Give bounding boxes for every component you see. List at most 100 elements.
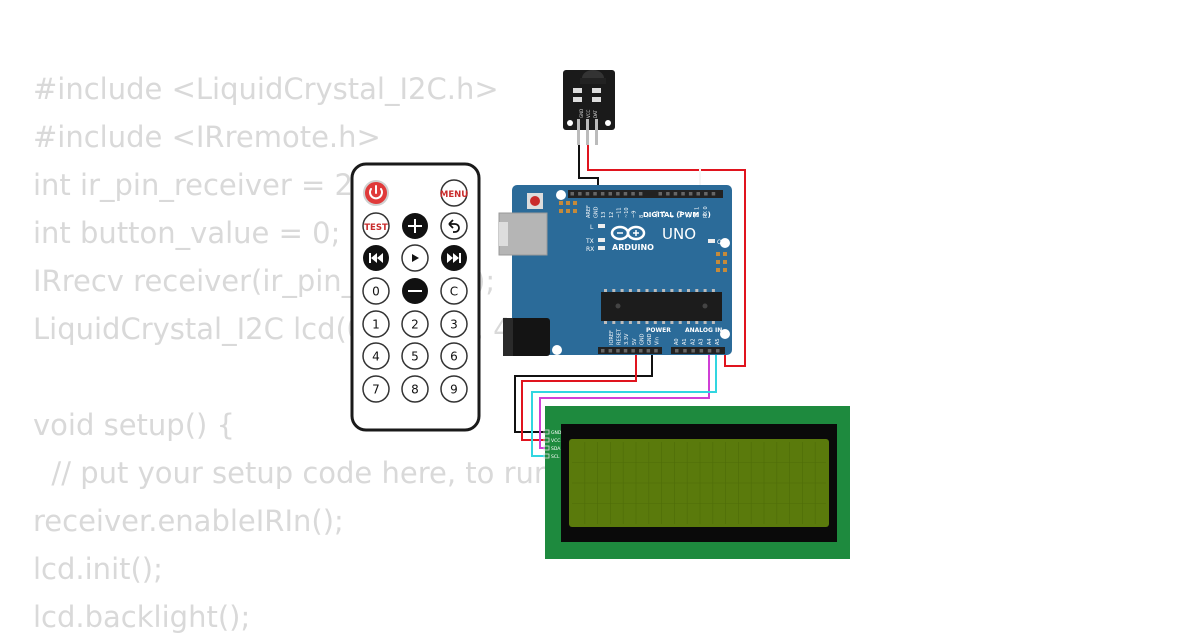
digital-pin-label: ~5 bbox=[661, 211, 667, 218]
rewind-icon bbox=[369, 253, 383, 263]
power-pin-label: IOREF bbox=[609, 330, 615, 345]
digit-button-label: 1 bbox=[372, 318, 380, 332]
test-button-label: TEST bbox=[364, 223, 388, 233]
power-pin-label: 3.3V bbox=[624, 333, 630, 345]
digit-button-3[interactable]: 3 bbox=[440, 310, 468, 338]
wire-ir-vcc[interactable] bbox=[587, 132, 746, 367]
power-pin-label: GND bbox=[639, 333, 645, 345]
ir-receiver-module[interactable]: GND VCC DAT bbox=[563, 70, 615, 145]
lcd-display-module[interactable]: GND VCC SDA SCL bbox=[543, 406, 850, 559]
digit-button-4[interactable]: 4 bbox=[362, 342, 390, 370]
code-line: lcd.backlight(); bbox=[33, 600, 251, 634]
code-line: void setup() { bbox=[33, 408, 235, 442]
rewind-button[interactable] bbox=[363, 245, 389, 271]
analog-label: ANALOG IN bbox=[685, 327, 722, 334]
digital-pin-label: 7 bbox=[647, 215, 653, 218]
digital-pin-label: 12 bbox=[609, 212, 615, 218]
on-led-label: ON bbox=[717, 239, 726, 246]
c-button-label: C bbox=[450, 285, 458, 299]
board-brand: ARDUINO bbox=[612, 243, 654, 252]
tx-led-label: TX bbox=[585, 238, 594, 245]
digital-pin-label: ~10 bbox=[624, 207, 630, 218]
power-pin-label: Vin bbox=[655, 337, 661, 345]
back-arrow-icon bbox=[448, 219, 460, 233]
play-button[interactable] bbox=[401, 244, 429, 272]
ir-pin-label: VCC bbox=[586, 109, 591, 118]
digital-pin-label: 2 bbox=[686, 215, 692, 218]
analog-pin-label: A4 bbox=[707, 338, 713, 345]
digit-button-8[interactable]: 8 bbox=[401, 375, 429, 403]
digit-button-0[interactable]: 0 bbox=[362, 277, 390, 305]
analog-pin-label: A2 bbox=[690, 338, 696, 345]
fast-forward-button[interactable] bbox=[441, 245, 467, 271]
menu-button[interactable]: MENU bbox=[440, 179, 468, 207]
plus-icon bbox=[408, 219, 422, 233]
digit-button-label: 2 bbox=[411, 318, 419, 332]
code-line: #include <IRremote.h> bbox=[33, 120, 381, 154]
digit-button-1[interactable]: 1 bbox=[362, 310, 390, 338]
digit-button-label: 8 bbox=[411, 383, 419, 397]
digital-pin-label: 13 bbox=[601, 212, 607, 218]
fast-forward-icon bbox=[447, 253, 461, 263]
plus-button[interactable] bbox=[402, 213, 428, 239]
analog-header bbox=[671, 347, 725, 354]
code-line: lcd.init(); bbox=[33, 552, 163, 586]
digital-pin-label: TX 1 bbox=[695, 207, 701, 219]
lcd-pin-label: SDA bbox=[551, 446, 561, 452]
code-editor: #include <LiquidCrystal_I2C.h> #include … bbox=[33, 65, 641, 641]
power-label: POWER bbox=[646, 327, 671, 334]
digit-button-label: 5 bbox=[411, 350, 419, 364]
l-led-label: L bbox=[590, 224, 594, 231]
c-button[interactable]: C bbox=[440, 277, 468, 305]
wire-lcd-vcc[interactable] bbox=[521, 348, 637, 441]
board-model: UNO bbox=[662, 225, 696, 243]
play-icon bbox=[412, 254, 419, 262]
digit-button-7[interactable]: 7 bbox=[362, 375, 390, 403]
atmega-chip bbox=[601, 292, 722, 321]
wire-lcd-gnd[interactable] bbox=[514, 348, 653, 433]
digit-button-5[interactable]: 5 bbox=[401, 342, 429, 370]
code-line: int button_value = 0; bbox=[33, 216, 341, 250]
digital-pin-label: ~9 bbox=[632, 211, 638, 218]
back-button[interactable] bbox=[440, 212, 468, 240]
power-icon bbox=[369, 185, 383, 200]
ir-remote[interactable]: MENU TEST bbox=[350, 162, 481, 432]
lcd-pin-label: SCL bbox=[551, 454, 560, 460]
digital-pin-label: GND bbox=[594, 206, 600, 218]
wire-ir-gnd[interactable] bbox=[578, 132, 599, 190]
analog-pin-label: A5 bbox=[715, 338, 721, 345]
lcd-pin-label: GND bbox=[551, 430, 562, 436]
digit-button-label: 3 bbox=[450, 318, 458, 332]
test-button[interactable]: TEST bbox=[362, 212, 390, 240]
digit-button-label: 6 bbox=[450, 350, 458, 364]
analog-pin-label: A1 bbox=[682, 338, 688, 345]
code-line: int ir_pin_receiver = 2; bbox=[33, 168, 363, 202]
lcd-i2c-pins: GND VCC SDA SCL bbox=[543, 429, 562, 460]
minus-button[interactable] bbox=[402, 278, 428, 304]
rx-led-label: RX bbox=[586, 246, 594, 253]
digital-label: DIGITAL (PWM ~) bbox=[643, 211, 711, 219]
wire-lcd-scl[interactable] bbox=[531, 348, 717, 457]
digit-button-label: 9 bbox=[450, 383, 458, 397]
lcd-pin-label: VCC bbox=[551, 438, 560, 444]
digit-button-label: 0 bbox=[372, 285, 380, 299]
power-pin-label: GND bbox=[647, 333, 653, 345]
digital-pin-label: 4 bbox=[669, 215, 675, 218]
digit-button-6[interactable]: 6 bbox=[440, 342, 468, 370]
power-jack bbox=[503, 318, 550, 356]
power-header bbox=[598, 347, 662, 354]
ir-pin-label: GND bbox=[579, 109, 584, 118]
digit-button-2[interactable]: 2 bbox=[401, 310, 429, 338]
digital-pin-label: 8 bbox=[639, 215, 645, 218]
power-button[interactable] bbox=[363, 180, 389, 206]
power-pin-label: RESET bbox=[617, 328, 623, 345]
wire-lcd-sda[interactable] bbox=[539, 348, 710, 449]
menu-button-label: MENU bbox=[440, 190, 468, 200]
digital-header bbox=[568, 190, 723, 198]
wires bbox=[514, 132, 746, 457]
digit-button-9[interactable]: 9 bbox=[440, 375, 468, 403]
analog-pin-label: A0 bbox=[674, 338, 680, 345]
digital-pin-label: ~6 bbox=[654, 211, 660, 218]
